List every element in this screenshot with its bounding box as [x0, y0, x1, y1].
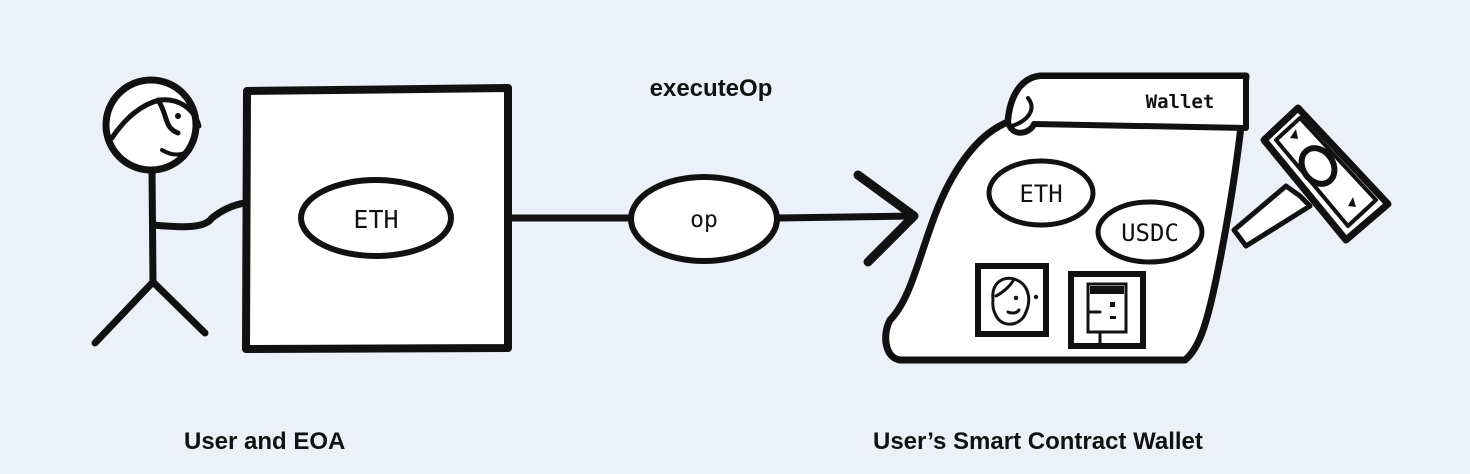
function-label: executeOp: [650, 75, 773, 102]
left-caption: User and EOA: [184, 428, 345, 455]
stick-figure-user-icon: [91, 76, 249, 347]
wallet-token-eth: ETH: [1019, 180, 1062, 208]
op-bubble: op: [628, 174, 780, 264]
wallet-token-usdc: USDC: [1121, 219, 1179, 247]
banknote-icon: [1231, 104, 1392, 249]
scroll-title: Wallet: [1146, 91, 1215, 113]
right-caption: User’s Smart Contract Wallet: [873, 428, 1203, 455]
eoa-token-label: ETH: [353, 205, 398, 234]
arrow-icon: [504, 170, 919, 267]
eoa-box-icon: ETH: [242, 84, 512, 353]
face-nft-icon: [975, 263, 1049, 337]
robot-nft-icon: [1068, 271, 1146, 349]
op-label: op: [690, 207, 718, 233]
scroll-wallet-icon: Wallet ETH USDC: [882, 72, 1250, 364]
